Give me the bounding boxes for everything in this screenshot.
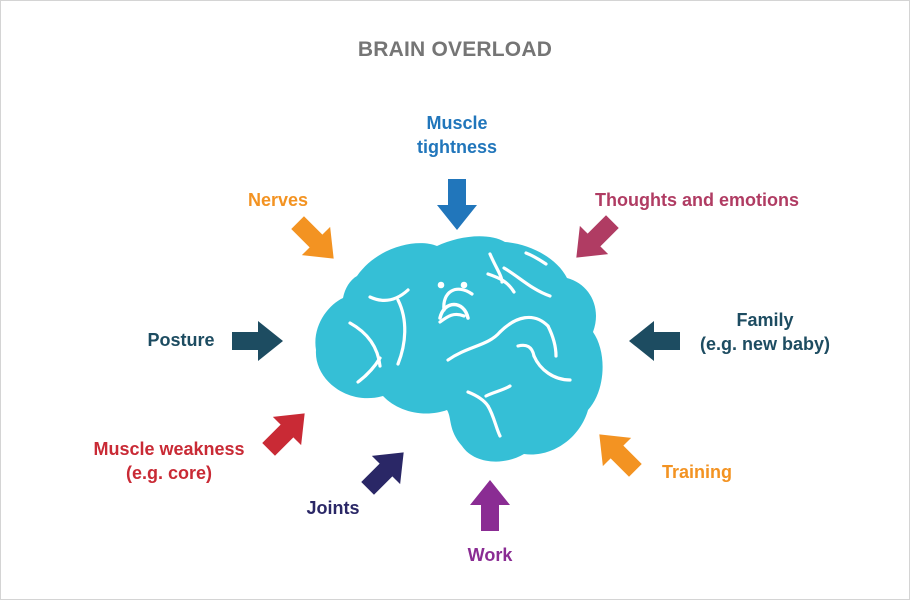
frown: [438, 302, 470, 320]
arrow-nerves: [291, 216, 334, 259]
arrow-family: [629, 321, 680, 361]
label-nerves: Nerves: [247, 190, 309, 210]
arrow-thoughts-emotions: [576, 215, 619, 258]
left-eye: [437, 281, 445, 289]
label-family: Family (e.g. new baby): [699, 310, 831, 354]
arrow-joints: [361, 452, 404, 495]
arrow-training: [599, 434, 642, 477]
brain-shape: [315, 236, 603, 462]
label-thoughts-emotions: Thoughts and emotions: [595, 190, 799, 210]
label-muscle-tightness: Muscle tightness: [416, 113, 497, 157]
arrow-muscle-weakness: [262, 413, 305, 456]
brain-illustration: [315, 236, 603, 462]
label-work: Work: [467, 545, 513, 565]
arrow-posture: [232, 321, 283, 361]
label-training: Training: [661, 462, 732, 482]
sad-face: [437, 281, 470, 320]
label-joints: Joints: [306, 498, 360, 518]
brain-folds: [348, 251, 572, 438]
right-eye: [460, 281, 468, 289]
diagram-title: BRAIN OVERLOAD: [357, 38, 553, 61]
arrow-work: [470, 480, 510, 531]
arrow-muscle-tightness: [437, 179, 477, 230]
label-muscle-weakness: Muscle weakness (e.g. core): [93, 439, 245, 483]
label-posture: Posture: [147, 330, 215, 350]
